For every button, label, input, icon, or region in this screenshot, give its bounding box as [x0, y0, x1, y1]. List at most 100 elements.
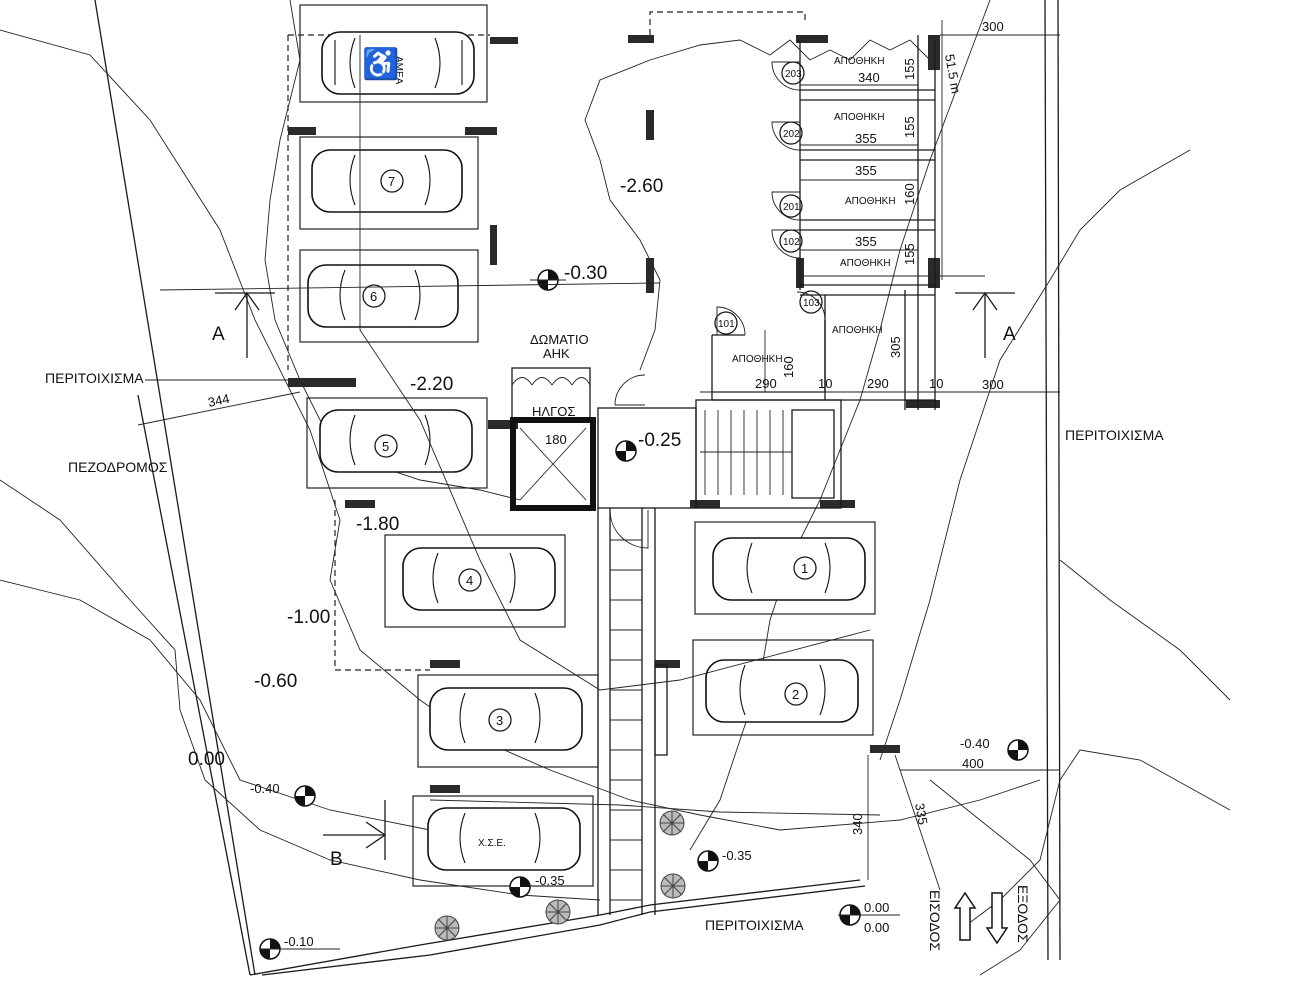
level-value: -1.80	[356, 514, 399, 535]
parking-number: 4	[466, 573, 473, 588]
wheelchair-icon: ♿	[362, 46, 399, 81]
dimension-text: 355	[855, 234, 877, 249]
dimension-text: 400	[962, 756, 984, 771]
dimension-text: 10	[929, 376, 943, 391]
tree-icon	[434, 915, 460, 941]
dimension-text: 355	[855, 131, 877, 146]
room-ahk-label: ΑΗΚ	[543, 346, 570, 361]
dimension-text: 335	[912, 802, 931, 826]
level-value: 0.00	[864, 920, 889, 935]
parking-number: 2	[792, 687, 799, 702]
terrain-contours	[0, 0, 1231, 976]
level-texts: -2.60 -0.30 -2.20 -0.25 -1.80 -1.00 -0.6…	[188, 176, 990, 949]
parking-space-5: 5	[319, 409, 473, 473]
parking-space-1: 1	[712, 537, 866, 601]
cars: ΑΜΕΑ ♿ 7 6 5 4	[307, 31, 866, 871]
dimension-text: 344	[207, 391, 231, 410]
unit-number: 201	[783, 202, 800, 213]
dimension-text: 340	[858, 70, 880, 85]
section-a-left: A	[212, 324, 225, 345]
level-value: -1.00	[287, 607, 330, 628]
unit-number: 203	[785, 69, 802, 80]
dimension-texts: 300 340 155 355 155 355 160 355 155 305 …	[207, 19, 1004, 835]
level-value: -0.30	[564, 263, 607, 284]
level-value: 0.00	[864, 900, 889, 915]
unit-number: 102	[783, 237, 800, 248]
dimension-text: 155	[902, 58, 917, 80]
parking-bays	[299, 4, 876, 887]
street-dimension: 51.5 m	[942, 53, 964, 95]
perimeter-wall-label: ΠΕΡΙΤΟΙΧΙΣΜΑ	[1065, 427, 1164, 443]
parking-space-disabled: ΑΜΕΑ ♿	[321, 31, 475, 95]
property-boundary	[94, 0, 1061, 976]
dimension-lines	[137, 20, 1060, 891]
tree-icon	[659, 810, 685, 836]
perimeter-labels: ΠΕΡΙΤΟΙΧΙΣΜΑ ΠΕΡΙΤΟΙΧΙΣΜΑ ΠΕΡΙΤΟΙΧΙΣΜΑ Π…	[45, 370, 1164, 933]
parking-space-3: 3	[429, 687, 583, 751]
section-markers: A A B	[212, 291, 1016, 870]
storage-label: ΑΠΟΘΗΚΗ	[832, 325, 883, 336]
parking-space-7: 7	[311, 149, 463, 213]
driveway-lines	[159, 35, 985, 816]
dimension-text: 305	[888, 336, 903, 358]
disabled-label: ΑΜΕΑ	[393, 56, 404, 85]
section-a-right: A	[1003, 324, 1016, 345]
level-marker	[1007, 739, 1029, 761]
dimension-text: 300	[982, 377, 1004, 392]
dimension-text: 10	[818, 376, 832, 391]
section-b: B	[330, 849, 343, 870]
entrance-label: ΕΙΣΟΔΟΣ	[927, 890, 943, 951]
stairs	[700, 409, 835, 499]
parking-space-2: 2	[705, 659, 859, 723]
level-value: -0.10	[284, 934, 314, 949]
level-marker	[294, 785, 316, 807]
level-value: -0.60	[254, 671, 297, 692]
parking-number: 7	[388, 174, 395, 189]
tree-icon	[545, 899, 571, 925]
dimension-text: 160	[902, 183, 917, 205]
storage-rooms: ΑΠΟΘΗΚΗ ΑΠΟΘΗΚΗ ΑΠΟΘΗΚΗ ΑΠΟΘΗΚΗ ΑΠΟΘΗΚΗ …	[711, 35, 936, 410]
entrance-arrow-icon	[953, 891, 977, 941]
dimension-text: 160	[781, 356, 796, 378]
exit-label: ΕΞΟΔΟΣ	[1015, 885, 1031, 943]
circulation-core: ΔΩΜΑΤΙΟ ΑΗΚ ΗΛΓΟΣ	[510, 332, 842, 915]
level-value: -0.40	[960, 736, 990, 751]
entrance-exit: ΕΙΣΟΔΟΣ ΕΞΟΔΟΣ	[927, 885, 1031, 951]
parking-number: 3	[496, 713, 503, 728]
dimension-text: 180	[545, 432, 567, 447]
storage-label: ΑΠΟΘΗΚΗ	[840, 258, 891, 269]
exit-arrow-icon	[985, 892, 1009, 945]
parking-space-4: 4	[402, 547, 556, 611]
level-marker	[509, 876, 531, 898]
parking-number: 1	[801, 561, 808, 576]
unit-number: 103	[803, 298, 820, 309]
dimension-text: 300	[982, 19, 1004, 34]
level-markers	[259, 269, 1029, 960]
level-marker	[697, 850, 719, 872]
storage-label: ΑΠΟΘΗΚΗ	[834, 112, 885, 123]
level-marker	[838, 904, 900, 926]
level-value: 0.00	[188, 749, 225, 770]
unit-number: 101	[718, 319, 735, 330]
level-marker	[259, 938, 340, 960]
storage-label: ΑΠΟΘΗΚΗ	[834, 56, 885, 67]
dimension-text: 155	[902, 116, 917, 138]
room-ahk-label: ΔΩΜΑΤΙΟ	[530, 332, 589, 347]
dimension-text: 340	[850, 813, 865, 835]
dimension-text: 355	[855, 163, 877, 178]
level-marker	[530, 269, 566, 291]
sidewalk-label: ΠΕΖΟΔΡΟΜΟΣ	[68, 459, 168, 475]
parking-number: 6	[370, 289, 377, 304]
lift-label: ΗΛΓΟΣ	[532, 404, 575, 419]
storage-label: ΑΠΟΘΗΚΗ	[732, 354, 783, 365]
storage-label: ΑΠΟΘΗΚΗ	[845, 196, 896, 207]
perimeter-wall-label: ΠΕΡΙΤΟΙΧΙΣΜΑ	[45, 370, 144, 386]
dimension-text: 155	[902, 243, 917, 265]
parking-space-xse: Χ.Σ.Ε.	[427, 807, 581, 871]
parking-space-6: 6	[307, 264, 459, 328]
level-value: -0.35	[722, 848, 752, 863]
level-value: -2.60	[620, 176, 663, 197]
tree-icon	[660, 873, 686, 899]
dimension-text: 290	[755, 376, 777, 391]
level-value: -0.40	[250, 781, 280, 796]
